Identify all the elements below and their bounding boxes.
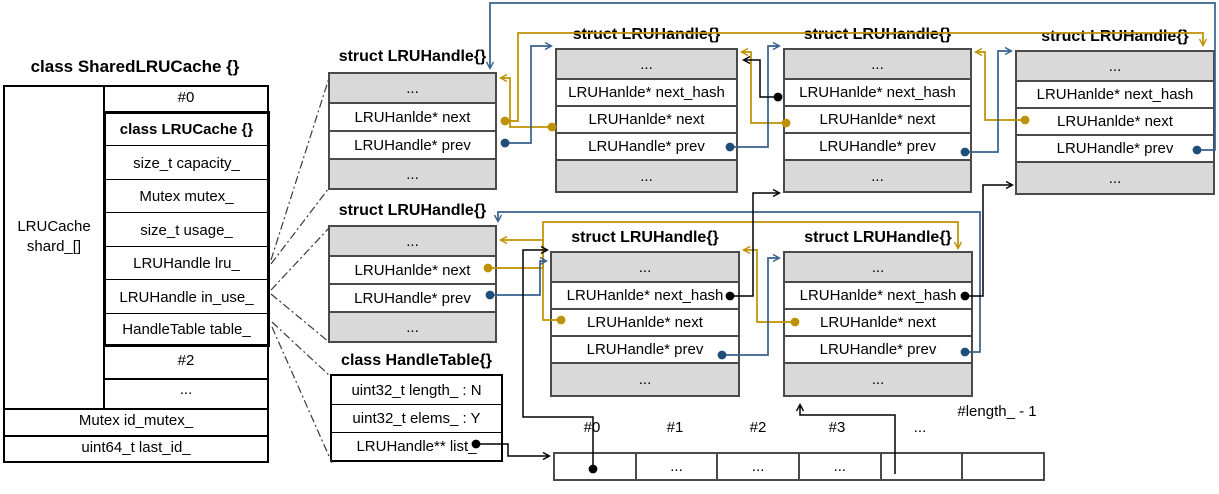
prev-row: LRUHandle* prev: [785, 134, 970, 161]
next-row: LRUHanlde* next: [552, 310, 738, 337]
prev-row: LRUHandle* prev: [330, 285, 495, 313]
prev-row: LRUHandle* prev: [552, 337, 738, 364]
ellipsis-row: ...: [330, 160, 495, 188]
prev-row: LRUHandle* prev: [557, 134, 736, 161]
in-use-field: LRUHandle in_use_: [106, 282, 267, 314]
shared-lru-cache-title: class SharedLRUCache {}: [30, 57, 240, 76]
a-next-to-lru: [501, 78, 552, 128]
shard-ellipsis-row: ...: [179, 381, 193, 398]
next-row: LRUHanlde* next: [785, 310, 971, 337]
handle-b-title: struct LRUHandle{}: [803, 26, 952, 43]
handle-table-box: uint32_t length_ : N uint32_t elems_ : Y…: [330, 374, 503, 462]
b-next-to-a: [742, 52, 786, 124]
bucket-cell-0: [555, 454, 637, 479]
bucket-cell-3: ...: [800, 454, 882, 479]
bucket-cell-1: ...: [637, 454, 719, 479]
bucket-label-2: #2: [749, 419, 767, 436]
b-hash-to-a: [744, 60, 778, 98]
table-field: HandleTable table_: [122, 321, 251, 338]
handle-d-title: struct LRUHandle{}: [571, 229, 719, 246]
bucket-label-3: #3: [828, 419, 846, 436]
length-field: uint32_t length_ : N: [332, 376, 501, 405]
handle-box-a: ... LRUHanlde* next_hash LRUHanlde* next…: [555, 48, 738, 193]
next-hash-row: LRUHanlde* next_hash: [557, 80, 736, 107]
handle-box-c: ... LRUHanlde* next_hash LRUHanlde* next…: [1015, 50, 1215, 195]
ellipsis-row: ...: [552, 253, 738, 283]
next-hash-row: LRUHanlde* next_hash: [785, 80, 970, 107]
usage-field: size_t usage_: [106, 215, 267, 247]
handle-e-title: struct LRUHandle{}: [804, 229, 952, 246]
prev-row: LRUHandle* prev: [330, 132, 495, 160]
bucket-cell-5: [963, 454, 1043, 479]
bucket-label-1: #1: [666, 419, 684, 436]
ellipsis-row: ...: [785, 50, 970, 80]
bucket-cell-2: ...: [718, 454, 801, 479]
inuse-prev-to-d: [490, 261, 546, 296]
ellipsis-row: ...: [785, 161, 970, 191]
ellipsis-row: ...: [785, 253, 971, 283]
lru-sentinel-box: ... LRUHanlde* next LRUHandle* prev ...: [328, 72, 497, 190]
handle-box-d: ... LRUHanlde* next_hash LRUHanlde* next…: [550, 251, 740, 397]
next-hash-row: LRUHanlde* next_hash: [1017, 82, 1213, 109]
ellipsis-row: ...: [557, 50, 736, 80]
next-row: LRUHanlde* next: [330, 104, 495, 132]
bucket-label-last: #length_ - 1: [957, 403, 1037, 420]
id-mutex-row: Mutex id_mutex_: [78, 412, 194, 429]
last-id-row: uint64_t last_id_: [81, 439, 191, 456]
bucket-cell-4: [882, 454, 964, 479]
row-separator: [3, 408, 269, 410]
ellipsis-row: ...: [1017, 52, 1213, 82]
ellipsis-row: ...: [557, 161, 736, 191]
handle-c-title: struct LRUHandle{}: [1041, 28, 1189, 45]
handle-a-title: struct LRUHandle{}: [572, 26, 721, 43]
ellipsis-row: ...: [330, 313, 495, 341]
next-row: LRUHanlde* next: [1017, 109, 1213, 136]
ellipsis-row: ...: [330, 227, 495, 257]
lru-cache-title: class LRUCache {}: [106, 114, 267, 146]
bucket-array: ... ... ...: [553, 452, 1045, 481]
row-separator: [105, 378, 269, 380]
in-use-sentinel-box: ... LRUHanlde* next LRUHandle* prev ...: [328, 225, 497, 343]
next-row: LRUHanlde* next: [330, 257, 495, 285]
ellipsis-row: ...: [330, 74, 495, 104]
mutex-field: Mutex mutex_: [106, 181, 267, 213]
lru-cache-nested-table: class LRUCache {} size_t capacity_ Mutex…: [103, 111, 270, 347]
shard-array-label-line2: shard_[]: [26, 238, 82, 255]
bucket-label-ellipsis: ...: [913, 419, 927, 436]
row-separator: [3, 435, 269, 437]
bucket-label-0: #0: [583, 419, 601, 436]
elems-field: uint32_t elems_ : Y: [332, 405, 501, 433]
next-row: LRUHanlde* next: [557, 107, 736, 134]
next-hash-row: LRUHanlde* next_hash: [552, 283, 738, 310]
handle-table-title: class HandleTable{}: [341, 352, 492, 369]
lru-prev-to-a: [505, 46, 551, 144]
shard-array-label-line1: LRUCache: [17, 218, 91, 235]
prev-row: LRUHandle* prev: [785, 337, 971, 364]
next-hash-row: LRUHanlde* next_hash: [785, 283, 971, 310]
lru-field: LRUHandle lru_: [106, 248, 267, 280]
capacity-field: size_t capacity_: [106, 148, 267, 180]
list-field: LRUHandle** list_: [356, 438, 477, 455]
shard-2-row: #2: [177, 352, 195, 369]
ellipsis-row: ...: [785, 364, 971, 395]
handle-box-e: ... LRUHanlde* next_hash LRUHanlde* next…: [783, 251, 973, 397]
next-row: LRUHanlde* next: [785, 107, 970, 134]
prev-row: LRUHandle* prev: [1017, 136, 1213, 163]
ellipsis-row: ...: [552, 364, 738, 395]
in-use-sentinel-title: struct LRUHandle{}: [338, 202, 487, 219]
association-lines: [270, 77, 333, 464]
ellipsis-row: ...: [1017, 163, 1213, 193]
lru-sentinel-title: struct LRUHandle{}: [338, 48, 487, 65]
handle-box-b: ... LRUHanlde* next_hash LRUHanlde* next…: [783, 48, 972, 193]
shard-0-row: #0: [177, 89, 195, 106]
